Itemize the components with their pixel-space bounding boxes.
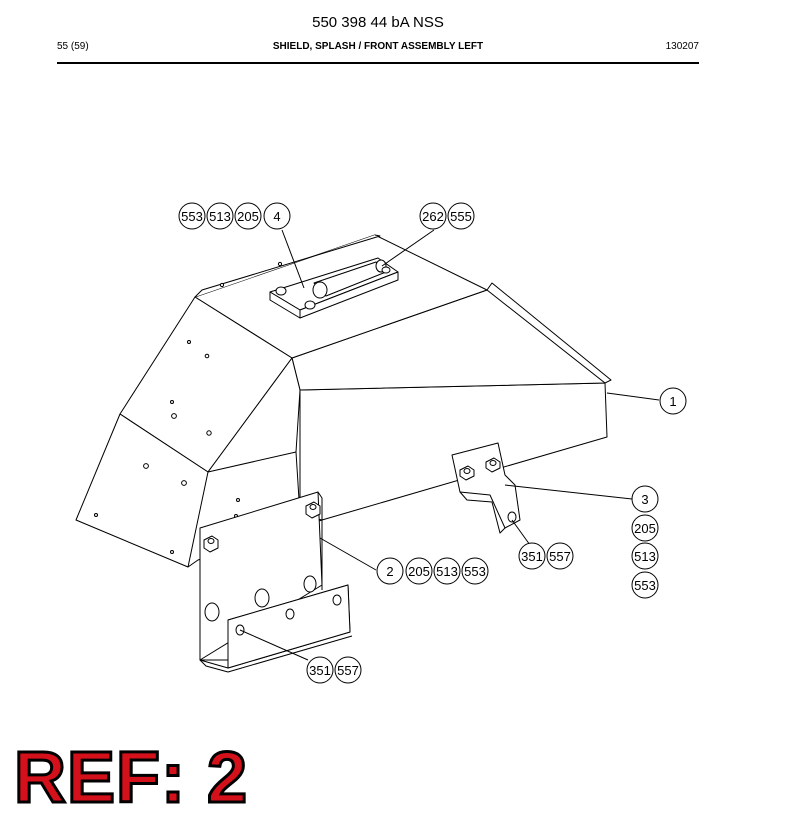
header-rule xyxy=(57,62,699,64)
bracket-2 xyxy=(199,491,353,673)
callout-top-left-3: 205 xyxy=(234,202,262,230)
callout-part-2: 2 xyxy=(376,557,404,585)
doc-number: 550 398 44 bA NSS xyxy=(312,14,444,31)
svg-text:557: 557 xyxy=(337,663,359,678)
callout-part-1: 1 xyxy=(659,387,687,415)
page-number: 55 (59) xyxy=(57,41,89,52)
callout-bracket-3-hw-2: 557 xyxy=(546,542,574,570)
callout-part-2-hw-2: 513 xyxy=(433,557,461,585)
callout-part-3-hw-3: 553 xyxy=(631,571,659,599)
callout-part-3: 3 xyxy=(631,485,659,513)
svg-text:3: 3 xyxy=(641,492,648,507)
ref-label: REF: 2 xyxy=(12,738,249,818)
svg-text:205: 205 xyxy=(237,209,259,224)
header-row: 55 (59) SHIELD, SPLASH / FRONT ASSEMBLY … xyxy=(57,41,699,55)
svg-text:205: 205 xyxy=(634,521,656,536)
splash-shield-body xyxy=(75,234,612,568)
section-title: SHIELD, SPLASH / FRONT ASSEMBLY LEFT xyxy=(272,41,484,52)
svg-text:553: 553 xyxy=(464,564,486,579)
callout-top-left-2: 513 xyxy=(206,202,234,230)
svg-text:513: 513 xyxy=(436,564,458,579)
svg-text:205: 205 xyxy=(408,564,430,579)
svg-text:262: 262 xyxy=(422,209,444,224)
callout-top-left-1: 553 xyxy=(178,202,206,230)
callout-top-left-4: 4 xyxy=(263,202,291,230)
callout-top-right-2: 555 xyxy=(447,202,475,230)
callout-top-right-1: 262 xyxy=(419,202,447,230)
svg-text:513: 513 xyxy=(634,549,656,564)
svg-text:1: 1 xyxy=(669,394,676,409)
bracket-3 xyxy=(451,442,521,534)
top-mount-bracket xyxy=(269,257,399,319)
svg-text:2: 2 xyxy=(386,564,393,579)
leader-lines xyxy=(239,229,660,661)
svg-text:555: 555 xyxy=(450,209,472,224)
svg-text:553: 553 xyxy=(181,209,203,224)
svg-text:351: 351 xyxy=(309,663,331,678)
callout-part-3-hw-1: 205 xyxy=(631,514,659,542)
callout-bracket-3-hw-1: 351 xyxy=(518,542,546,570)
callout-part-2-hw-3: 553 xyxy=(461,557,489,585)
callout-bracket-2-hw-1: 351 xyxy=(306,656,334,684)
callout-part-2-hw-1: 205 xyxy=(405,557,433,585)
svg-text:513: 513 xyxy=(209,209,231,224)
callout-bracket-2-hw-2: 557 xyxy=(334,656,362,684)
svg-text:557: 557 xyxy=(549,549,571,564)
svg-text:351: 351 xyxy=(521,549,543,564)
svg-text:553: 553 xyxy=(634,578,656,593)
callout-part-3-hw-2: 513 xyxy=(631,542,659,570)
date-code: 130207 xyxy=(665,41,699,52)
svg-text:4: 4 xyxy=(273,209,280,224)
